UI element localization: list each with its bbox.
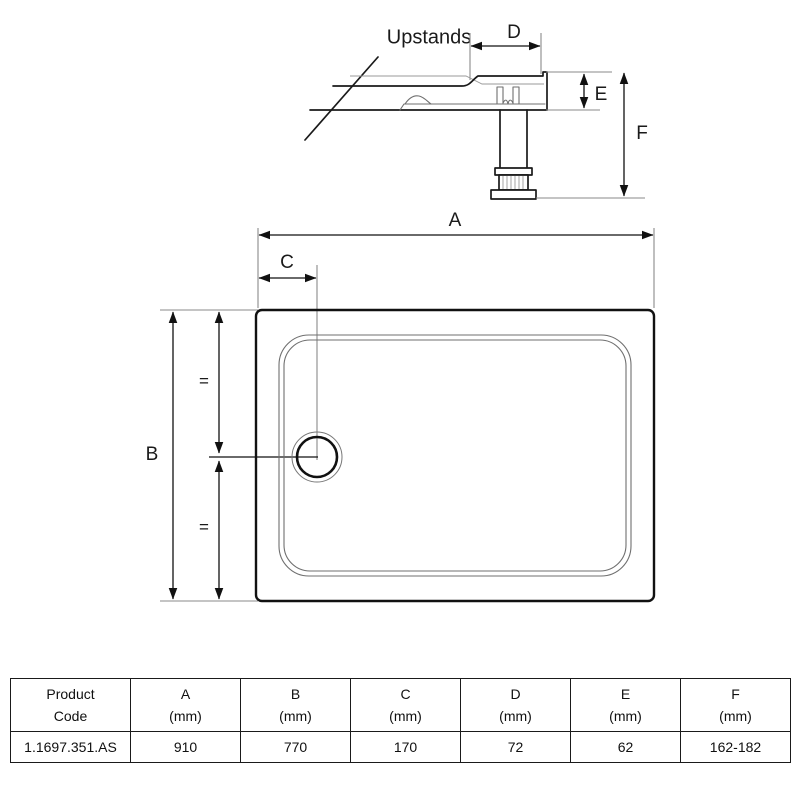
dim-d-label: D — [507, 22, 521, 43]
section-fin-right — [512, 86, 520, 105]
section-fin-left — [496, 86, 504, 105]
tray-basin-inner-edge — [283, 339, 627, 572]
table-row: 1.1697.351.AS 910 770 170 72 62 162-182 — [10, 731, 791, 763]
plan-view-group: A C B = = — [146, 210, 656, 603]
leg-foot-plate — [490, 189, 537, 200]
header-dim-f-name: F — [731, 686, 740, 702]
dim-e-label: E — [595, 84, 608, 105]
header-dim-e-unit: (mm) — [609, 708, 642, 724]
header-dim-d-name: D — [510, 686, 521, 702]
section-view-group: Upstands D — [304, 22, 648, 200]
header-dim-d-unit: (mm) — [499, 708, 532, 724]
header-dim-e: E (mm) — [570, 678, 681, 732]
header-product-code-unit: Code — [53, 708, 88, 724]
header-dim-f-unit: (mm) — [719, 708, 752, 724]
header-dim-c-name: C — [400, 686, 411, 702]
dim-a-label: A — [449, 210, 462, 231]
header-dim-e-name: E — [620, 686, 631, 702]
header-dim-d: D (mm) — [460, 678, 571, 732]
header-product-code: Product Code — [10, 678, 131, 732]
drain-inner-ring — [295, 435, 339, 479]
cell-dim-c: 170 — [350, 731, 461, 763]
drain-outer-ring — [291, 431, 343, 483]
header-dim-b-unit: (mm) — [279, 708, 312, 724]
header-dim-b-name: B — [290, 686, 301, 702]
specification-table-container: Product Code A (mm) B (mm) C (mm) D (m — [10, 678, 791, 763]
tray-basin-outer-edge — [278, 334, 632, 577]
equal-mark-bottom: = — [199, 517, 209, 536]
break-line — [304, 56, 379, 141]
cell-product-code: 1.1697.351.AS — [10, 731, 131, 763]
dim-f-label: F — [636, 123, 648, 144]
header-product-code-name: Product — [46, 686, 95, 702]
upstands-label: Upstands — [387, 26, 472, 48]
section-top-hairline — [350, 75, 544, 85]
section-upper-profile — [332, 71, 548, 111]
cell-dim-e: 62 — [570, 731, 681, 763]
specification-table: Product Code A (mm) B (mm) C (mm) D (m — [10, 678, 791, 763]
section-base-inner-line — [399, 103, 546, 111]
cell-dim-b: 770 — [240, 731, 351, 763]
dim-c-label: C — [280, 252, 294, 273]
table-header-row: Product Code A (mm) B (mm) C (mm) D (m — [10, 678, 791, 732]
equal-mark-top: = — [199, 371, 209, 390]
section-rib-bump — [404, 95, 432, 105]
section-fin-valley — [502, 99, 514, 105]
leg-collar — [494, 167, 533, 176]
dim-b-label: B — [146, 444, 159, 465]
cell-dim-f: 162-182 — [680, 731, 791, 763]
cell-dim-d: 72 — [460, 731, 571, 763]
header-dim-a-name: A — [180, 686, 191, 702]
header-dim-b: B (mm) — [240, 678, 351, 732]
header-dim-f: F (mm) — [680, 678, 791, 732]
header-dim-a-unit: (mm) — [169, 708, 202, 724]
tray-outer-outline — [254, 308, 656, 603]
leg-knurl-ribs — [502, 176, 524, 189]
header-dim-c: C (mm) — [350, 678, 461, 732]
cell-dim-a: 910 — [130, 731, 241, 763]
header-dim-a: A (mm) — [130, 678, 241, 732]
header-dim-c-unit: (mm) — [389, 708, 422, 724]
